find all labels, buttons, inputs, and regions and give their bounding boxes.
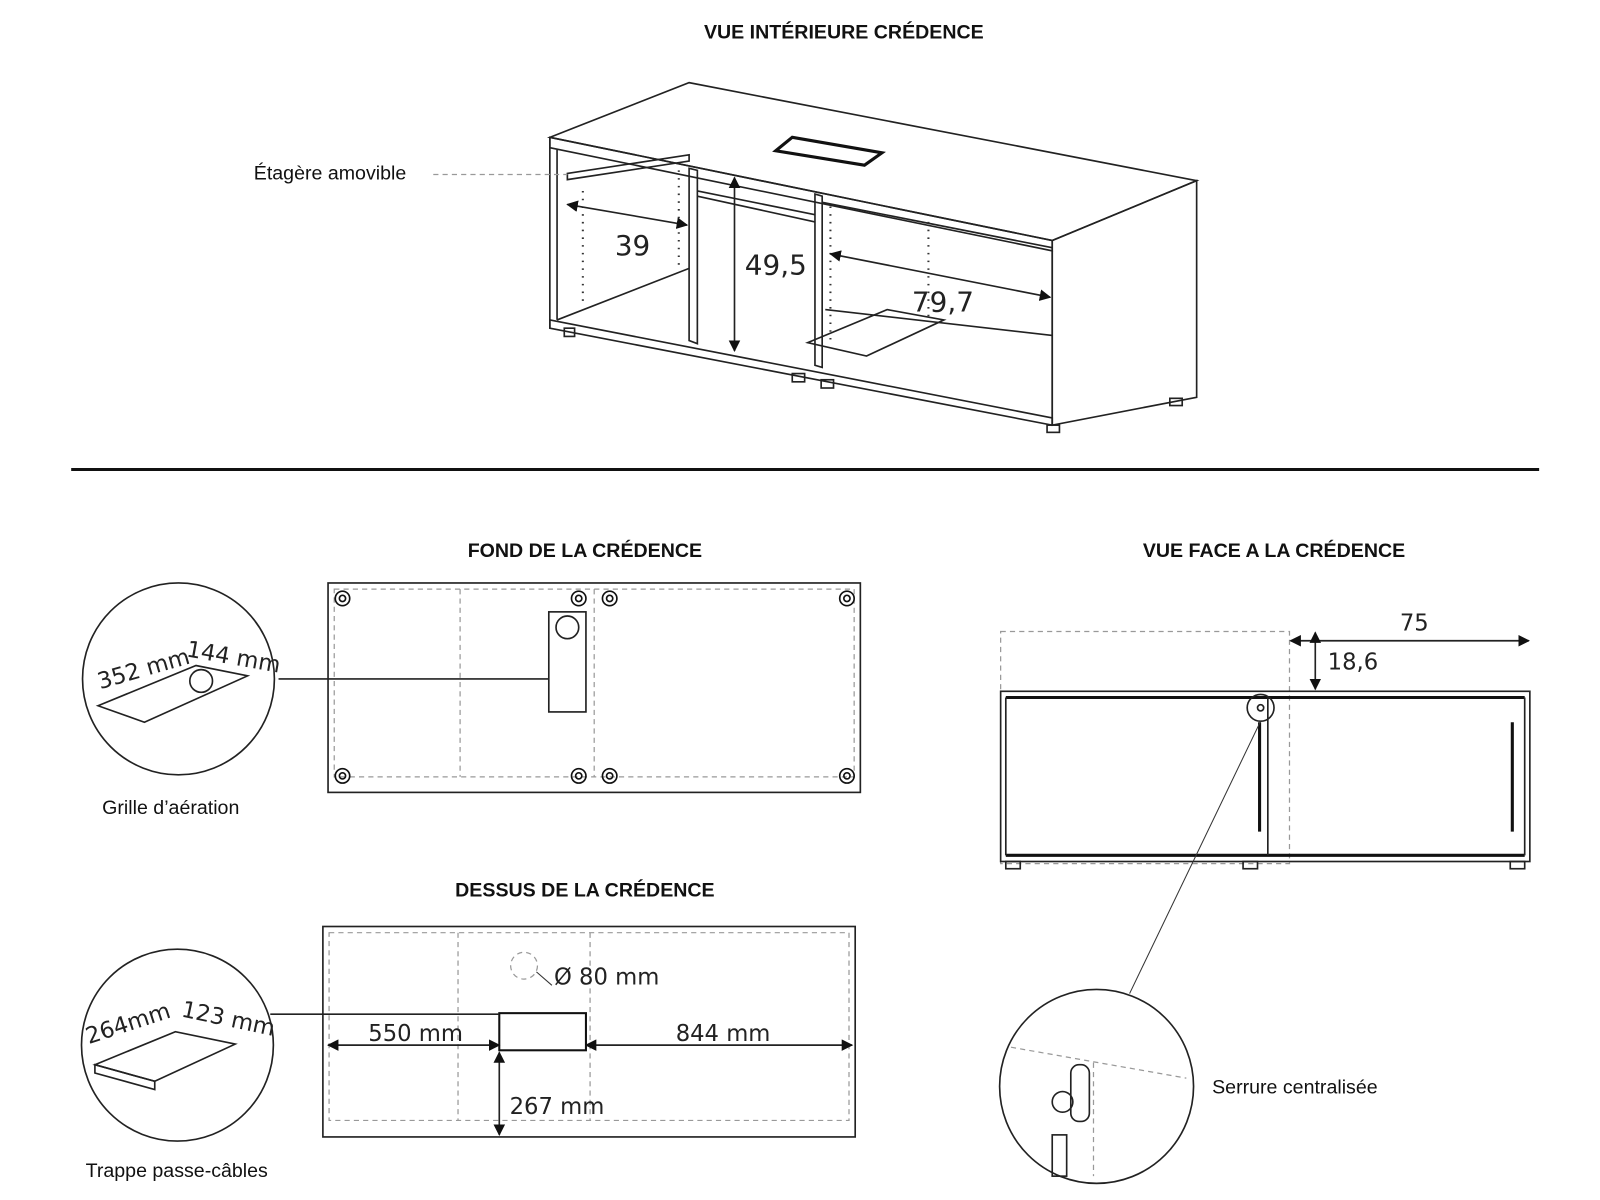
top-view-title: DESSUS DE LA CRÉDENCE	[455, 879, 714, 902]
hole-diameter-dimension: Ø 80 mm	[554, 964, 659, 990]
cable-trap-label: Trappe passe-câbles	[86, 1160, 268, 1182]
interior-width-dimension: 79,7	[912, 286, 974, 319]
ventilation-grille-detail	[81, 582, 276, 776]
left-distance-dimension: 550 mm	[368, 1021, 463, 1047]
credenza-3d-view	[433, 81, 1200, 434]
central-lock-detail	[998, 988, 1195, 1185]
bottom-view-title: FOND DE LA CRÉDENCE	[468, 539, 702, 562]
ventilation-grille-label: Grille d’aération	[102, 797, 239, 819]
interior-view-title: VUE INTÉRIEURE CRÉDENCE	[704, 20, 984, 43]
credenza-bottom-view	[278, 582, 862, 794]
trap-length-dimension: 264mm	[83, 998, 174, 1050]
front-height-dimension: 18,6	[1328, 650, 1379, 676]
right-distance-dimension: 844 mm	[676, 1021, 771, 1047]
front-width-dimension: 75	[1400, 610, 1429, 636]
removable-shelf-label: Étagère amovible	[254, 162, 407, 185]
front-distance-dimension: 267 mm	[510, 1094, 605, 1120]
credenza-front-view	[999, 630, 1531, 994]
front-view-title: VUE FACE A LA CRÉDENCE	[1143, 539, 1405, 562]
cable-trap-detail	[80, 948, 275, 1142]
interior-height-dimension: 49,5	[745, 249, 807, 282]
interior-depth-dimension: 39	[615, 229, 650, 262]
central-lock-label: Serrure centralisée	[1212, 1077, 1378, 1099]
credenza-top-view	[270, 925, 857, 1138]
